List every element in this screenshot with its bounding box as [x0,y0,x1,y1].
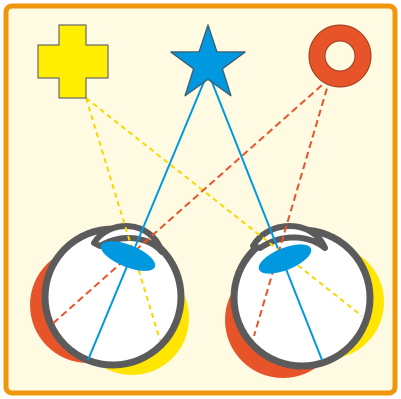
diagram-canvas [0,0,401,399]
binocular-vision-diagram [0,0,401,399]
